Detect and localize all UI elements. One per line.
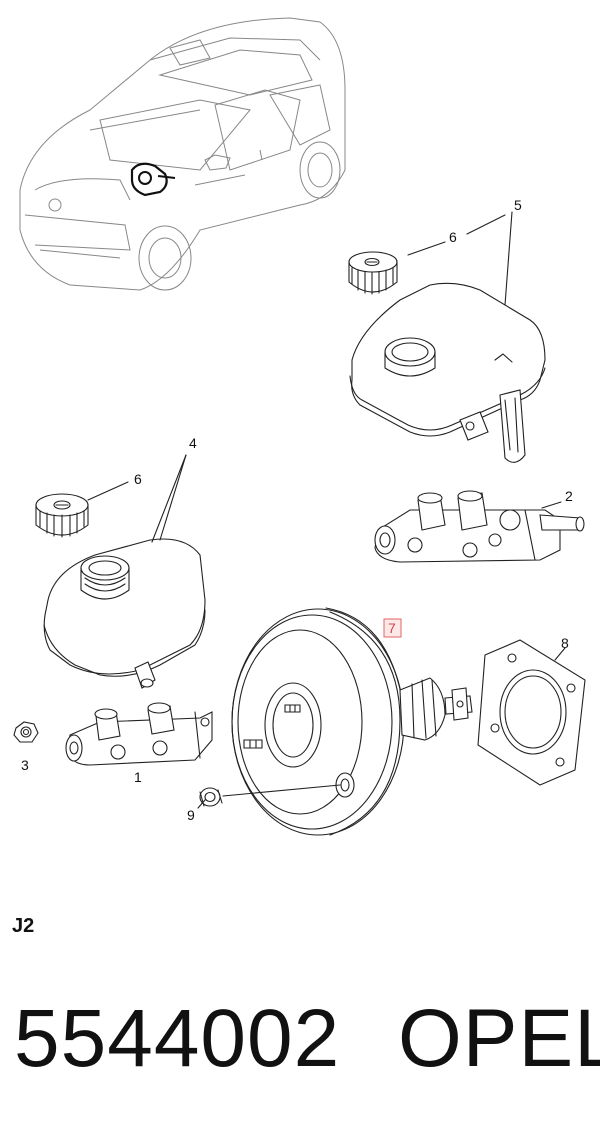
exploded-parts-diagram: 5 6 2 4 6 7 8 3 1 9 <box>13 17 586 836</box>
reservoir-cap-lower <box>35 493 89 538</box>
car-illustration <box>19 17 346 291</box>
part-number: 5544002 <box>14 993 341 1084</box>
callout-3: 3 <box>21 757 29 773</box>
brake-master-cylinder-right <box>374 490 585 563</box>
callout-7: 7 <box>388 620 396 636</box>
callout-8: 8 <box>561 635 569 651</box>
callout-2: 2 <box>565 488 573 504</box>
reservoir-cap-upper <box>348 251 398 295</box>
brake-booster-location-marker <box>130 162 176 197</box>
section-code: J2 <box>12 915 35 937</box>
leader-lines <box>87 211 566 809</box>
brake-fluid-reservoir-lower <box>43 538 206 689</box>
callout-9: 9 <box>187 807 195 823</box>
callout-7-highlight <box>383 618 402 638</box>
callout-4: 4 <box>189 435 197 451</box>
callout-6-upper: 6 <box>449 229 457 245</box>
brake-master-cylinder-left <box>65 702 213 766</box>
brake-fluid-reservoir-upper <box>349 282 546 463</box>
brand-name: OPEL <box>398 993 600 1084</box>
callout-5: 5 <box>514 197 522 213</box>
hex-nut <box>13 721 39 743</box>
booster-gasket <box>477 639 586 786</box>
callout-1: 1 <box>134 769 142 785</box>
brake-booster <box>199 607 473 836</box>
callout-6-lower: 6 <box>134 471 142 487</box>
